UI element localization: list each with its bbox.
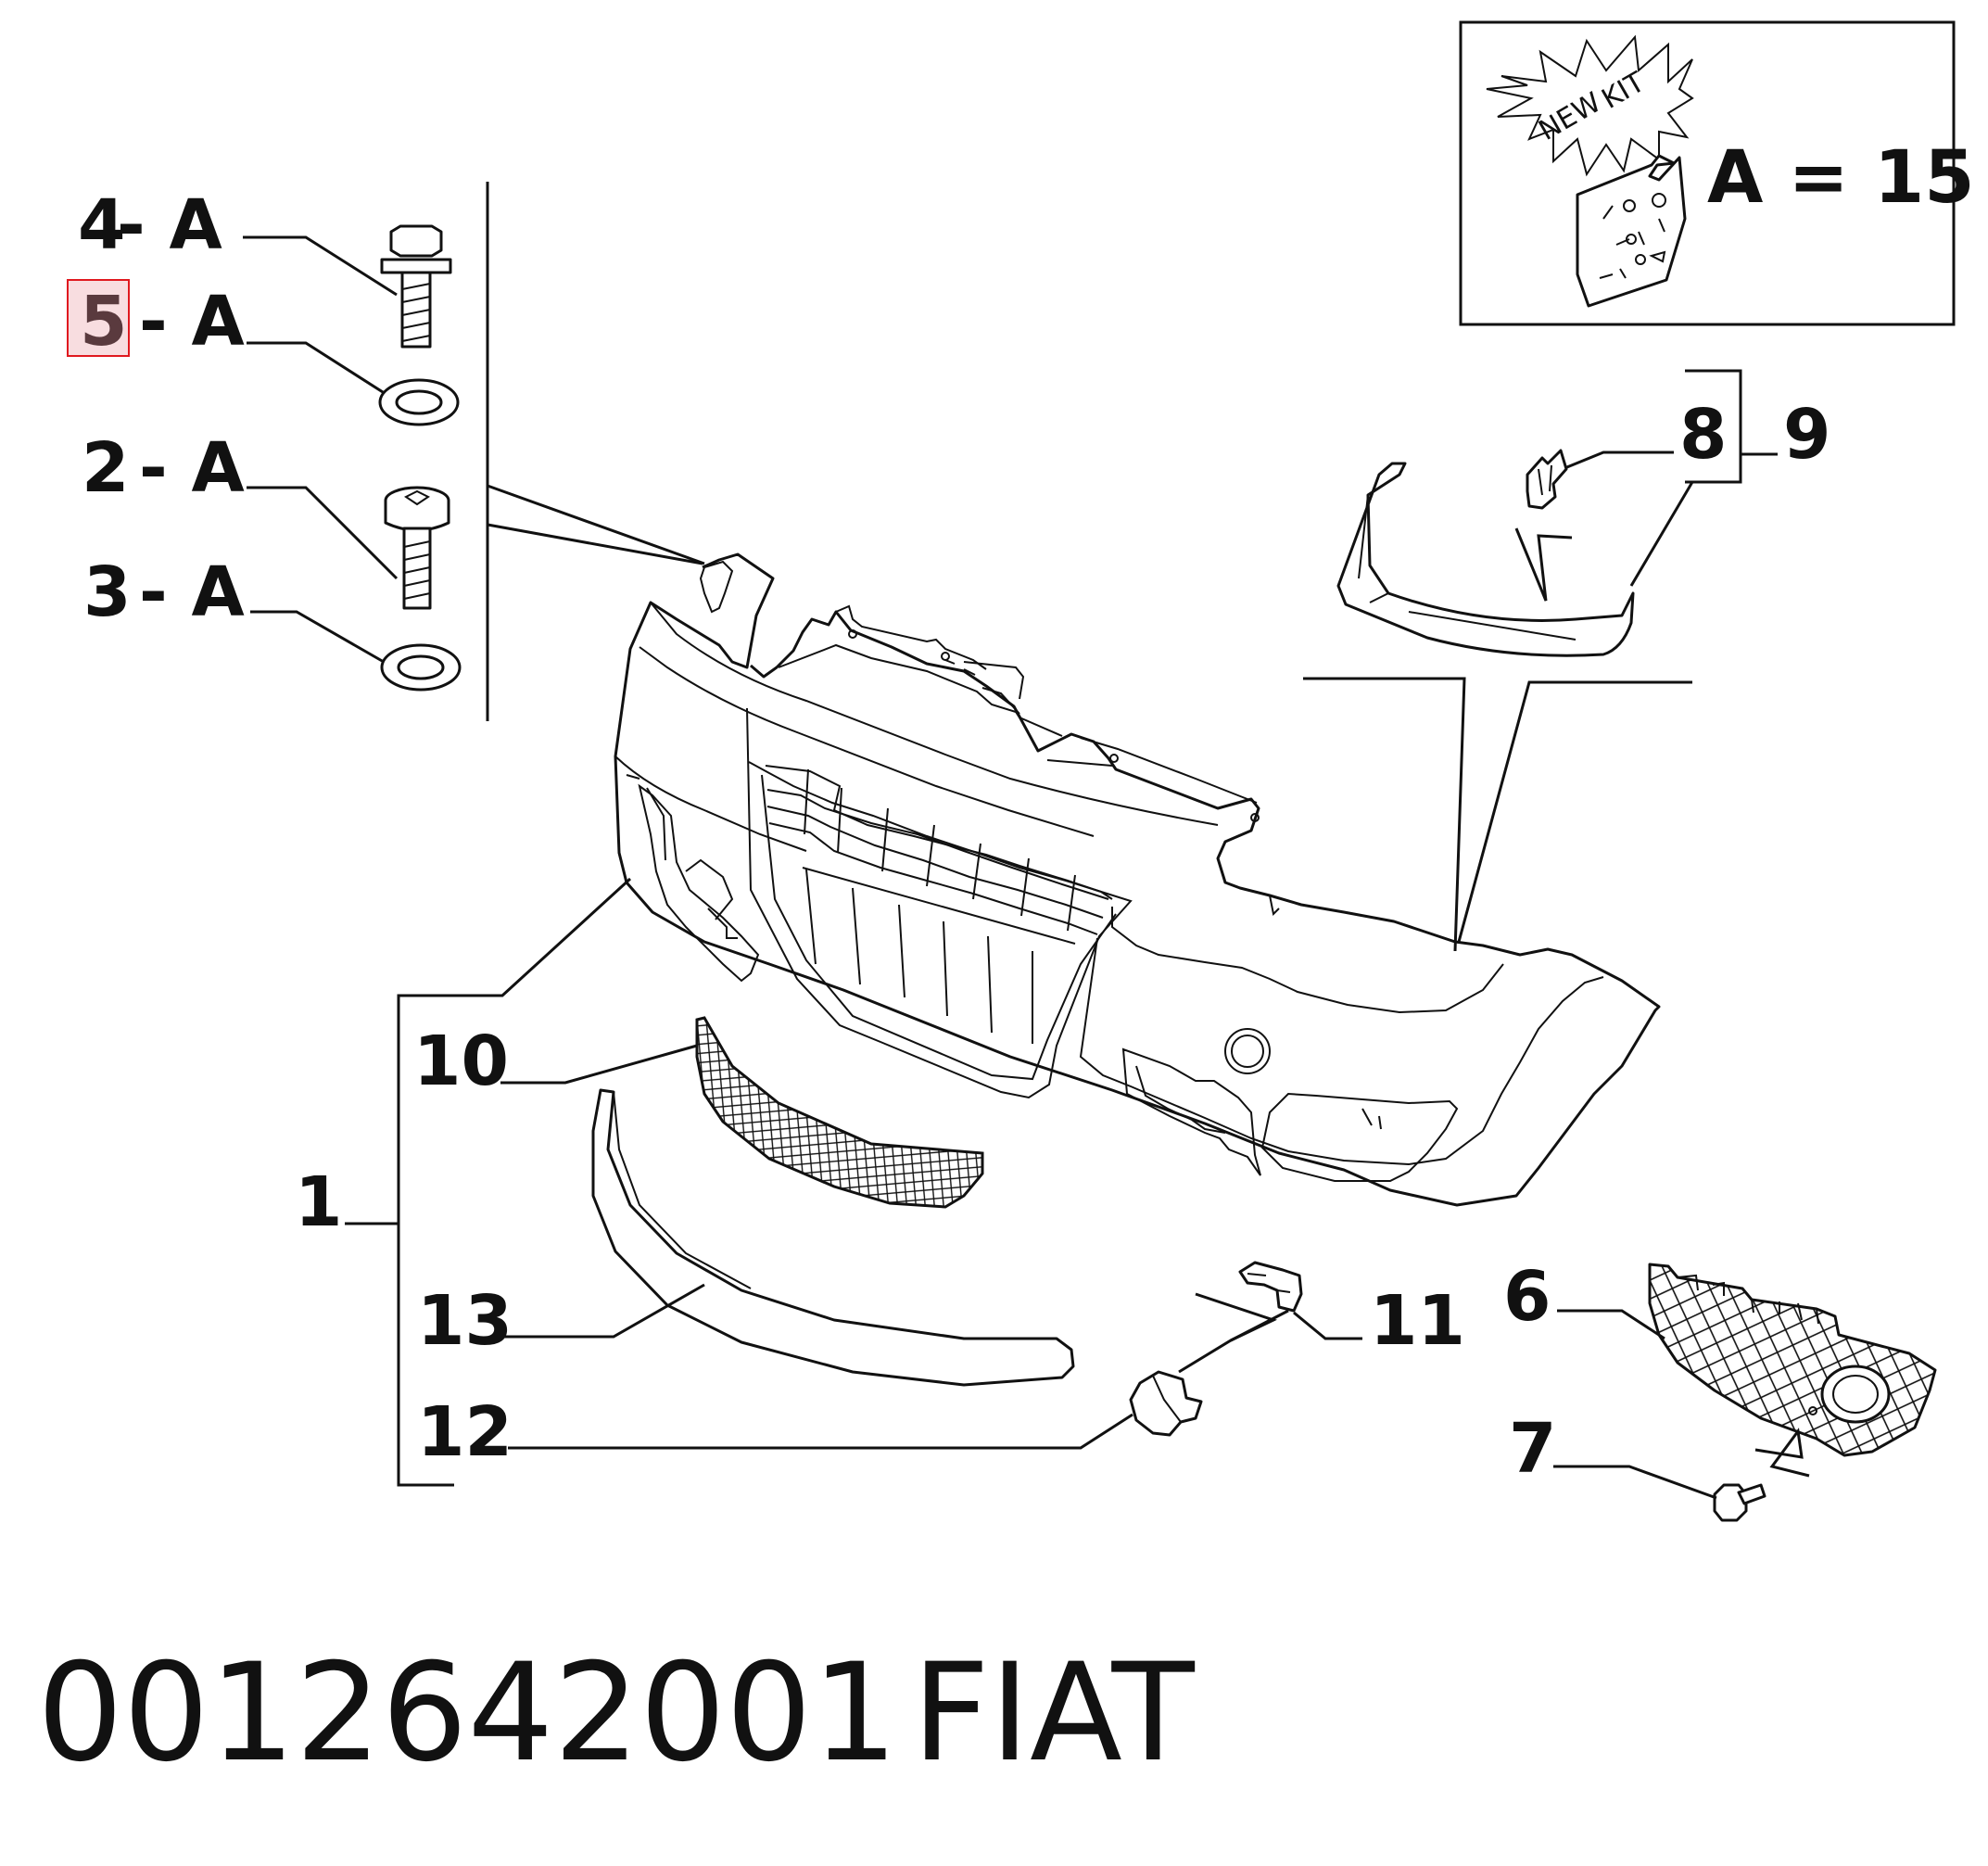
washer-icon xyxy=(378,378,460,426)
fastener-pointer-line-1 xyxy=(487,484,705,565)
leader-11 xyxy=(1293,1311,1362,1340)
part-number: 0012642001 xyxy=(37,1634,898,1792)
leader-6 xyxy=(1557,1309,1665,1340)
leader-bumper-right xyxy=(1457,680,1692,943)
clip-pointer xyxy=(1514,527,1573,602)
tow-eye-cover-icon xyxy=(1129,1370,1203,1437)
callout-9: 9 xyxy=(1783,395,1831,475)
leader-3 xyxy=(250,610,385,664)
callout-11: 11 xyxy=(1370,1281,1465,1361)
kit-box: NEW KIT A = 15 xyxy=(1459,20,1975,326)
leader-10 xyxy=(500,1044,698,1085)
highlight-box xyxy=(67,279,130,357)
callout-6: 6 xyxy=(1503,1257,1551,1337)
leader-5 xyxy=(247,341,394,400)
callout-7: 7 xyxy=(1509,1409,1557,1489)
leader-trim xyxy=(1629,481,1694,587)
fastener-group: 4 - A 5 - A 2 - A 3 - A xyxy=(67,182,705,721)
kit-box-frame xyxy=(1459,20,1956,326)
callout-3: 3 xyxy=(83,552,132,632)
upper-grille-trim xyxy=(1336,462,1635,657)
callout-4: 4 xyxy=(78,185,126,265)
torx-bolt-icon xyxy=(384,486,450,610)
bracket-1 xyxy=(397,877,632,1487)
lower-spoiler-strip xyxy=(591,1088,1075,1387)
screw-icon xyxy=(1713,1483,1766,1522)
callout-3-suffix: - A xyxy=(139,552,245,632)
bumper-bracket-icon xyxy=(1238,1261,1303,1313)
burst-text-new: NEW xyxy=(1534,86,1607,147)
bracket-pointer xyxy=(1178,1292,1277,1374)
callout-13: 13 xyxy=(417,1281,513,1361)
leader-7 xyxy=(1553,1465,1717,1500)
tow-eye-hole xyxy=(1224,1028,1271,1074)
lower-mesh-grille xyxy=(695,1016,984,1209)
leader-4 xyxy=(243,235,398,297)
fog-lamp-grille xyxy=(1648,1263,1937,1457)
kit-bag-icon xyxy=(1576,154,1687,308)
callout-4-suffix: - A xyxy=(117,185,222,265)
washer-icon-2 xyxy=(380,643,462,692)
callout-1: 1 xyxy=(295,1162,343,1242)
bumper-shell xyxy=(614,552,1661,1207)
callout-5-highlighted[interactable]: 5 xyxy=(80,282,128,362)
burst-text-kit: KIT xyxy=(1597,66,1652,116)
leader-2 xyxy=(247,486,399,580)
callout-8: 8 xyxy=(1679,395,1728,475)
fastener-pointer-line-2 xyxy=(487,523,703,565)
leader-8 xyxy=(1552,451,1674,475)
flange-bolt-icon xyxy=(380,224,452,349)
bracket-pointer-2 xyxy=(1230,1309,1289,1342)
callout-2-suffix: - A xyxy=(139,428,245,508)
brand-name: FIAT xyxy=(912,1634,1196,1792)
retaining-clip-icon xyxy=(1526,449,1568,510)
leader-bumper-left xyxy=(1303,677,1466,952)
front-bumper xyxy=(614,552,1661,1207)
callout-12: 12 xyxy=(417,1392,513,1472)
callout-5-suffix: - A xyxy=(139,282,245,362)
kit-label: A = 15 xyxy=(1707,136,1975,220)
bracket-9 xyxy=(1685,369,1742,484)
leader-13 xyxy=(504,1283,705,1339)
screw-pointer xyxy=(1754,1428,1810,1478)
upper-trim-group: 9 8 xyxy=(1336,369,1831,657)
leader-12 xyxy=(508,1413,1133,1450)
callout-2: 2 xyxy=(82,428,130,508)
new-kit-burst-icon xyxy=(1486,34,1694,177)
callout-10: 10 xyxy=(413,1022,509,1101)
